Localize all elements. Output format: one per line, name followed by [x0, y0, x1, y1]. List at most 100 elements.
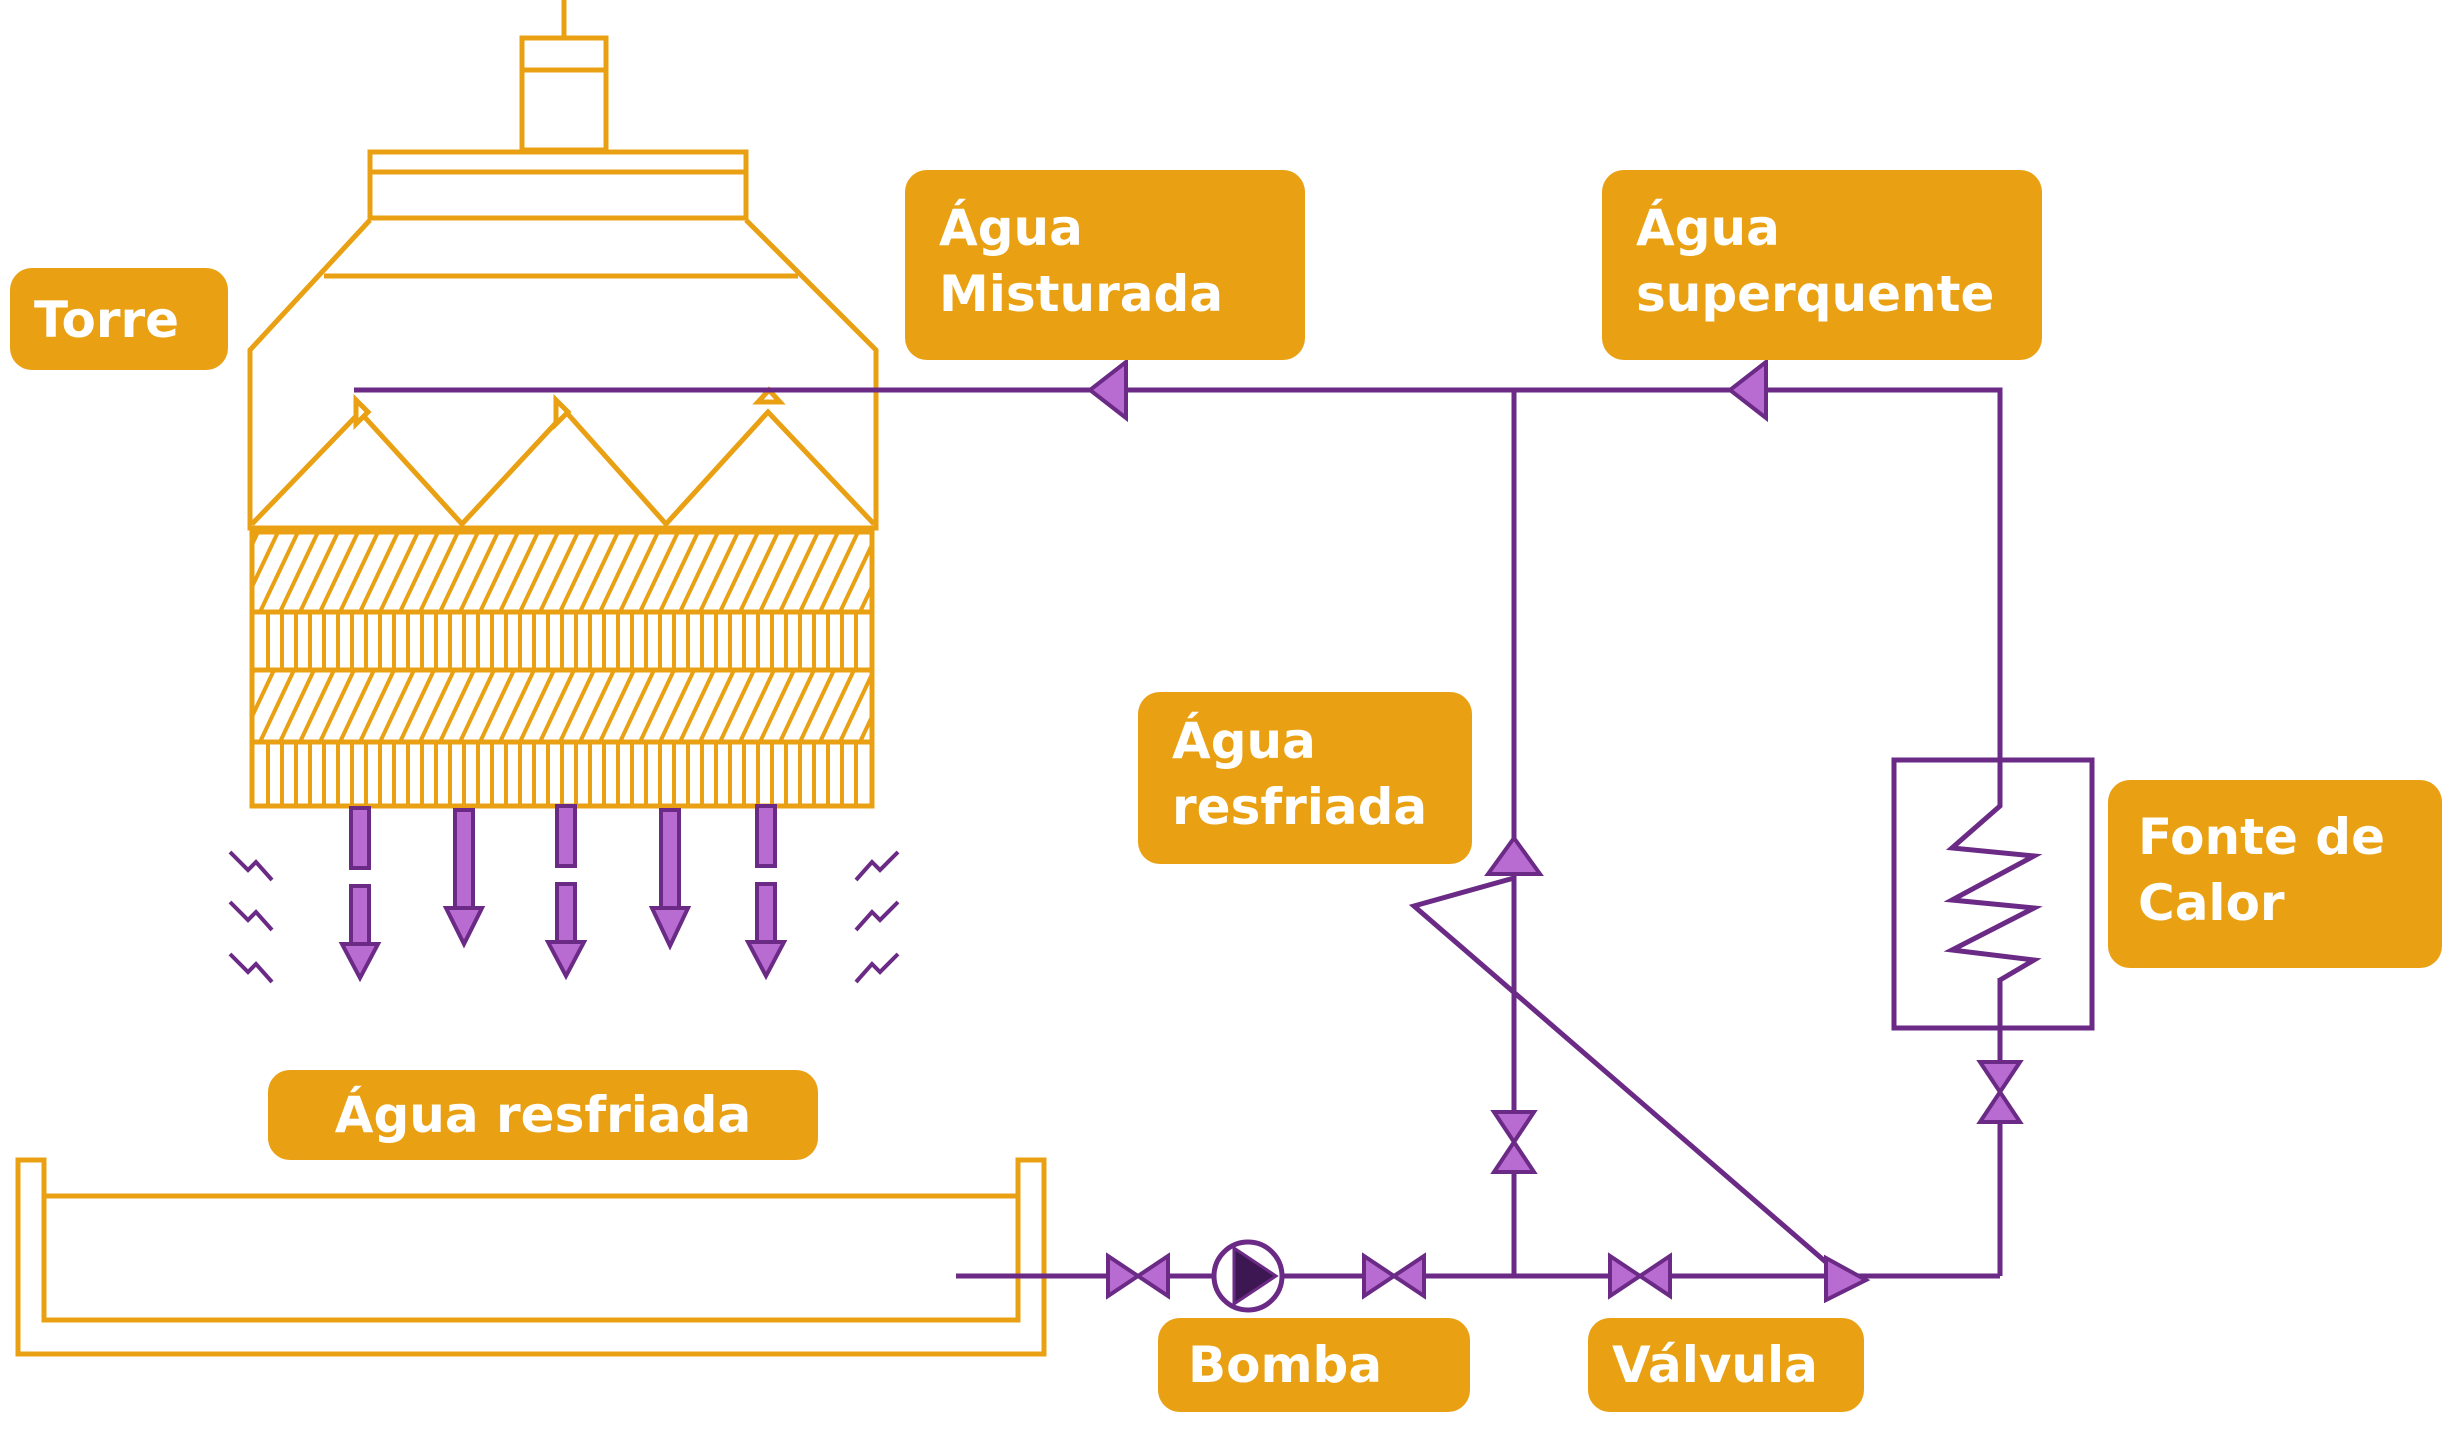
water-drop-arrowhead: [544, 940, 588, 981]
air-mark: [228, 900, 274, 932]
pump-icon: [1211, 1239, 1285, 1313]
label-valvula-text: Válvula: [1612, 1336, 1818, 1394]
air-flow-marks: [228, 850, 900, 984]
fill-hatch: [858, 579, 873, 612]
basin-outer: [15, 1157, 1047, 1357]
fill-hatch: [838, 537, 873, 612]
water-drop-bar: [555, 804, 577, 868]
fill-hatch: [658, 532, 700, 612]
fill-hatch: [738, 532, 780, 612]
heating-coil: [1943, 760, 2043, 1028]
valve-riser-icon: [1490, 1138, 1538, 1174]
fill-hatch: [358, 670, 396, 742]
flow-arrow-superhot: [1726, 357, 1768, 423]
spray-nozzle: [752, 386, 786, 405]
falling-water-arrows: [338, 804, 788, 983]
air-mark: [854, 850, 900, 882]
water-drop-bar: [555, 882, 577, 944]
fill-hatch: [258, 532, 300, 612]
label-agua-resfriada-riser: Água resfriada: [1138, 692, 1472, 864]
label-agua-misturada-line2: Misturada: [939, 265, 1224, 323]
valve-pump-inlet-icon: [1106, 1252, 1142, 1300]
fill-hatch: [598, 532, 640, 612]
fill-hatch: [398, 532, 440, 612]
fill-hatch: [478, 670, 516, 742]
fill-hatch: [920, 532, 958, 612]
heat-source: [1891, 757, 2095, 1031]
fill-hatch: [758, 532, 800, 612]
fill-hatch: [900, 532, 938, 612]
fill-hatch: [718, 532, 760, 612]
fill-hatch: [598, 670, 636, 742]
fill-hatch: [920, 670, 954, 742]
fill-hatch: [818, 670, 856, 742]
fill-hatch: [538, 670, 576, 742]
label-agua-misturada-line1: Água: [939, 199, 1083, 257]
fill-hatch: [538, 532, 580, 612]
fill-hatch: [778, 670, 816, 742]
fill-hatch: [558, 670, 596, 742]
fill-hatch: [278, 532, 320, 612]
water-drop-arrowhead: [338, 942, 382, 983]
fill-hatch: [798, 532, 840, 612]
fill-hatch: [798, 670, 836, 742]
label-bomba: Bomba: [1158, 1318, 1470, 1412]
valves: [1106, 1060, 2024, 1300]
flow-arrow-mixed: [1086, 357, 1128, 423]
water-drop-bar: [349, 806, 371, 870]
fill-hatch: [498, 670, 536, 742]
fill-hatch: [578, 670, 616, 742]
heat-source-box: [1891, 757, 2095, 1031]
label-fonte-de-calor-line2: Calor: [2138, 874, 2285, 932]
fill-hatch: [880, 532, 918, 612]
valve-heat-source-icon: [1976, 1060, 2024, 1096]
fill-hatch: [253, 670, 276, 720]
valve-control-icon: [1608, 1252, 1644, 1300]
hot-water-return-pipe: [354, 387, 2003, 760]
fill-hatch: [298, 670, 336, 742]
valve-riser-icon: [1490, 1110, 1538, 1146]
fill-hatch: [778, 532, 820, 612]
fill-hatch: [658, 670, 696, 742]
fill-hatch: [458, 532, 500, 612]
fill-hatch: [558, 532, 600, 612]
fill-hatch: [858, 709, 873, 742]
fill-hatch: [338, 532, 380, 612]
fill-hatch: [458, 670, 496, 742]
label-valvula: Válvula: [1588, 1318, 1864, 1412]
fill-hatch: [498, 532, 540, 612]
fill-hatch: [900, 670, 934, 742]
fill-hatch: [518, 670, 556, 742]
fill-hatch: [338, 670, 376, 742]
valve-pump-outlet-icon: [1362, 1252, 1398, 1300]
fill-hatch: [200, 532, 238, 612]
label-torre: Torre: [10, 268, 228, 370]
air-mark: [854, 900, 900, 932]
fill-hatch: [358, 532, 400, 612]
flow-arrow-valve: [1824, 1254, 1871, 1304]
fill-hatch: [678, 532, 720, 612]
label-agua-resfriada-basin: Água resfriada: [268, 1070, 818, 1160]
label-torre-text: Torre: [34, 291, 180, 349]
water-drop-arrowhead: [648, 906, 692, 951]
flow-arrow-riser: [1484, 834, 1544, 876]
fill-hatch: [200, 670, 234, 742]
label-fonte-de-calor-line1: Fonte de: [2138, 808, 2385, 866]
water-drop-bar: [453, 808, 475, 910]
valve-control-icon: [1636, 1252, 1672, 1300]
fill-hatch: [378, 532, 420, 612]
label-fonte-de-calor: Fonte de Calor: [2108, 780, 2442, 968]
fill-hatch: [638, 532, 680, 612]
valve-pump-inlet-icon: [1134, 1252, 1170, 1300]
fill-hatch: [578, 532, 620, 612]
valve-pump-outlet-icon: [1390, 1252, 1426, 1300]
air-mark: [228, 850, 274, 882]
valve-heat-source-icon: [1976, 1088, 2024, 1124]
fill-hatch: [258, 670, 296, 742]
fill-hatch: [638, 670, 676, 742]
fill-hatch: [418, 532, 460, 612]
fill-hatch: [478, 532, 520, 612]
fill-hatch: [518, 532, 560, 612]
spray-nozzle: [553, 393, 572, 431]
